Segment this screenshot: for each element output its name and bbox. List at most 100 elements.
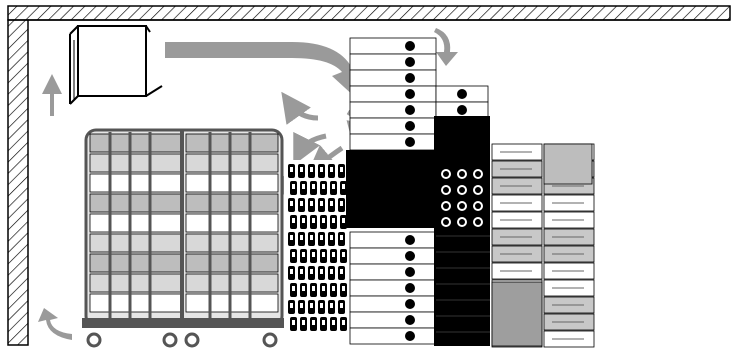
bottle-label <box>322 286 325 291</box>
bottle-label <box>310 303 313 308</box>
crate <box>350 134 436 150</box>
bottle-label <box>332 184 335 189</box>
cooling-unit <box>70 26 162 104</box>
crate <box>350 70 436 86</box>
trolley-crate <box>186 194 278 212</box>
trolley-crate <box>186 234 278 252</box>
bottle-label <box>320 269 323 274</box>
crate-block <box>492 282 542 346</box>
bottle-label <box>300 303 303 308</box>
trolley-crate <box>186 274 278 292</box>
bottle-label <box>302 218 305 223</box>
bottle-label <box>340 303 343 308</box>
bottle-label <box>332 286 335 291</box>
trolley-wheels <box>88 334 276 346</box>
bottle-label <box>290 269 293 274</box>
crate <box>350 312 436 328</box>
bottle-label <box>290 201 293 206</box>
crate-product <box>475 219 481 225</box>
top-wall <box>8 6 730 20</box>
bottle-label <box>310 167 313 172</box>
bottle-label <box>302 286 305 291</box>
bottle-label <box>342 286 345 291</box>
crate-product <box>405 41 415 51</box>
discharge-arrow <box>165 42 362 98</box>
crate-product <box>405 331 415 341</box>
crate-product <box>457 105 467 115</box>
trolley-crate <box>90 294 182 312</box>
trolley-crate <box>90 154 182 172</box>
crate-product <box>475 187 481 193</box>
bottle-label <box>322 320 325 325</box>
crate-product <box>405 235 415 245</box>
bottle-label <box>342 252 345 257</box>
bottle-label <box>330 269 333 274</box>
bottle-label <box>292 184 295 189</box>
bottle-label <box>342 218 345 223</box>
crate-product <box>459 203 465 209</box>
crate-product <box>459 171 465 177</box>
trolley-crate <box>186 214 278 232</box>
crate <box>350 118 436 134</box>
crate-product <box>443 203 449 209</box>
bottle-label <box>340 269 343 274</box>
crate-product <box>475 171 481 177</box>
trolley-crate <box>90 134 182 152</box>
crate-product <box>405 105 415 115</box>
return-arrow-top-left <box>42 74 62 116</box>
bottle-label <box>340 235 343 240</box>
bottle-label <box>320 235 323 240</box>
crate-product <box>405 137 415 147</box>
crate-stack-right <box>492 144 594 347</box>
crate-product <box>459 219 465 225</box>
bottle-label <box>300 269 303 274</box>
bottle-label <box>320 201 323 206</box>
bottle-label <box>332 320 335 325</box>
bottle-label <box>290 167 293 172</box>
trolley-crate <box>186 154 278 172</box>
bottle-label <box>312 320 315 325</box>
return-arrow-bottom-left <box>38 308 72 340</box>
trolley-crate <box>186 174 278 192</box>
crate <box>350 102 436 118</box>
bottle-label <box>322 218 325 223</box>
crate-product <box>443 171 449 177</box>
bottle-label <box>332 218 335 223</box>
bottle-label <box>300 201 303 206</box>
crate-product <box>405 57 415 67</box>
bottle-label <box>310 269 313 274</box>
downflow-arrow <box>434 28 458 66</box>
trolley-crate <box>90 234 182 252</box>
trolley-crate <box>90 274 182 292</box>
bottle-label <box>292 286 295 291</box>
roll-trolley <box>82 130 284 346</box>
crate-product <box>459 187 465 193</box>
bottle-label <box>300 235 303 240</box>
bottle-label <box>302 320 305 325</box>
crate-product <box>405 267 415 277</box>
crate <box>350 248 436 264</box>
bottle-label <box>312 218 315 223</box>
trolley-crate <box>90 214 182 232</box>
bottle-label <box>292 218 295 223</box>
crate-product <box>405 299 415 309</box>
crate <box>350 328 436 344</box>
bottle-label <box>342 320 345 325</box>
bottle-label <box>342 184 345 189</box>
crate <box>350 296 436 312</box>
bottle-label <box>322 252 325 257</box>
bottle-label <box>312 252 315 257</box>
crate-product <box>405 89 415 99</box>
bottle-label <box>302 184 305 189</box>
bottle-label <box>292 320 295 325</box>
bottle-label <box>340 201 343 206</box>
crate <box>350 264 436 280</box>
trolley-crate <box>186 294 278 312</box>
crate-product <box>405 251 415 261</box>
crate <box>350 280 436 296</box>
crate-product <box>457 89 467 99</box>
bottle-label <box>332 252 335 257</box>
bottle-label <box>330 235 333 240</box>
crate-product <box>475 203 481 209</box>
